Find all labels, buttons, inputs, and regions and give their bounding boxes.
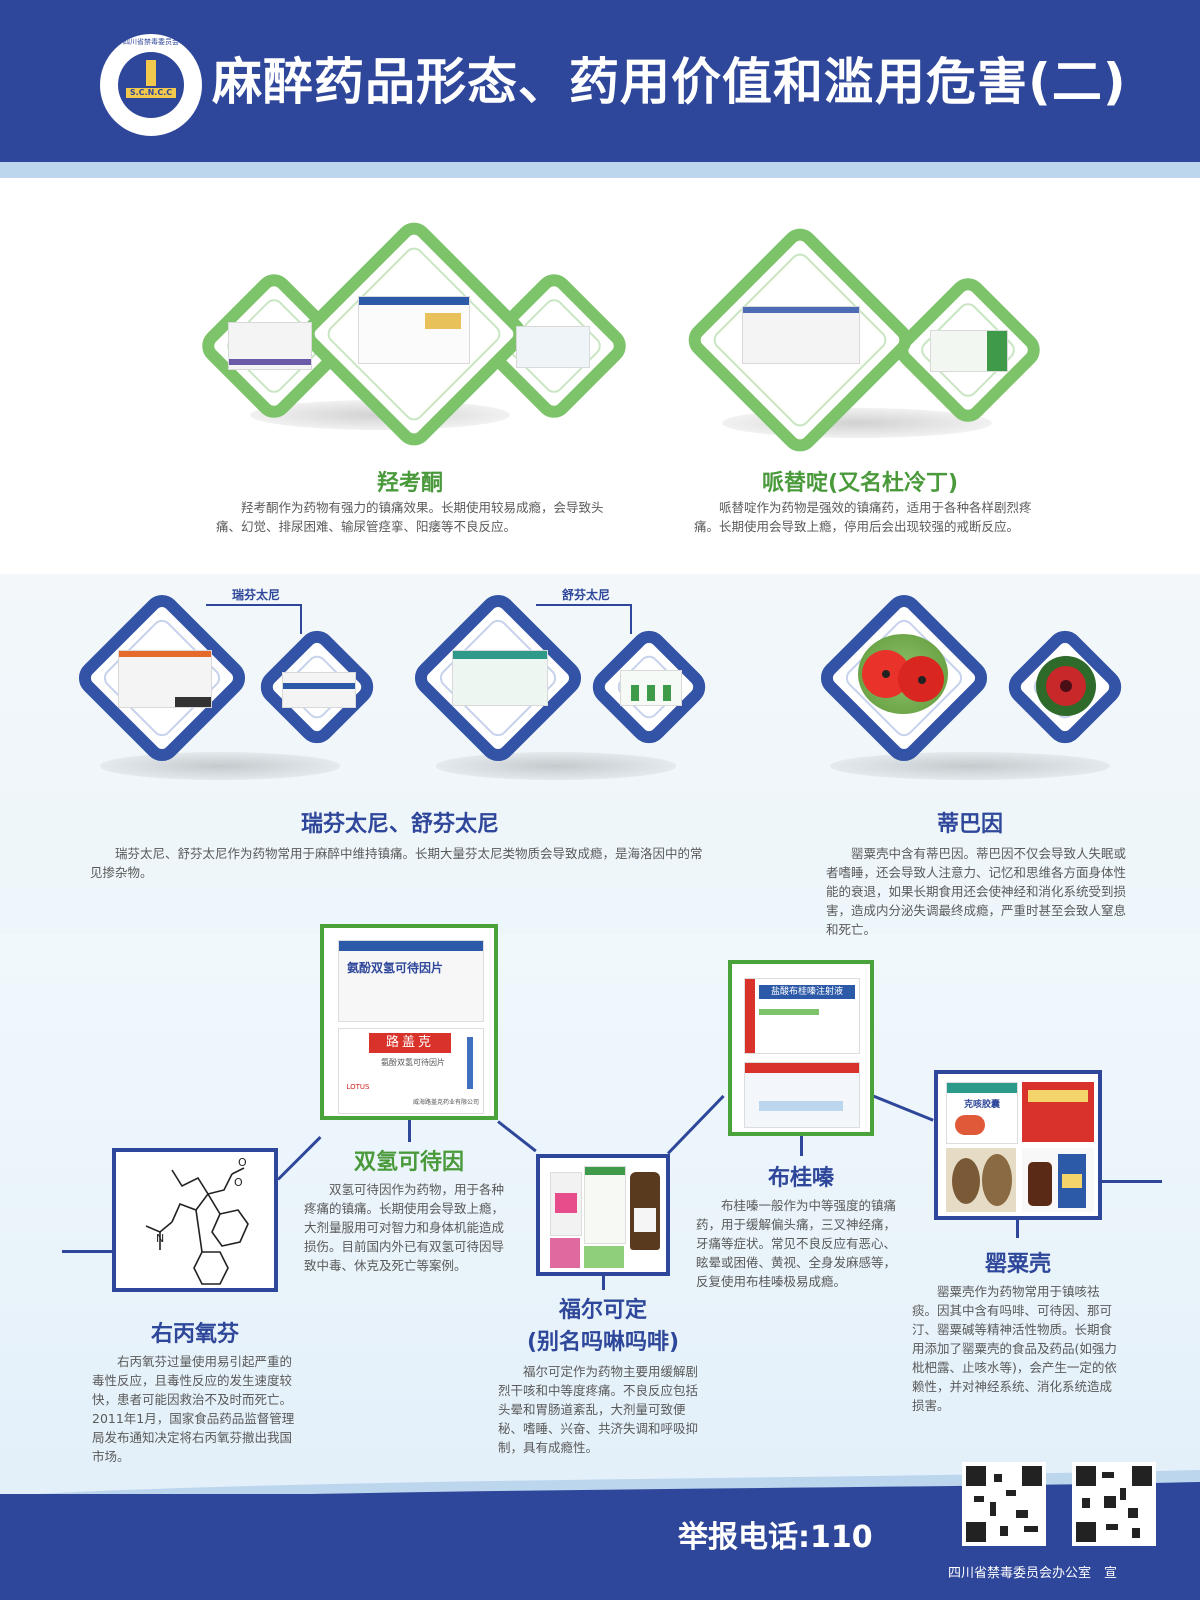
logo-torch-icon	[146, 60, 156, 86]
poppy-flower-image-2	[1036, 656, 1096, 716]
sufentanil-connector	[536, 604, 632, 606]
oxycodone-title: 羟考酮	[376, 471, 443, 496]
pholcodine-stem	[602, 1276, 605, 1290]
bucinnazine-box-2	[744, 1062, 860, 1128]
pholcodine-bottle-2	[630, 1172, 660, 1250]
diamond-shadow	[436, 752, 676, 780]
sufentanil-box-image	[452, 650, 548, 706]
timeline-line-right	[1102, 1180, 1162, 1183]
bucinnazine-pkg-name: 盐酸布桂嗪注射液	[759, 985, 855, 999]
dihydrocodeine-stem	[408, 1120, 411, 1142]
thebaine-title: 蒂巴因	[936, 812, 1003, 837]
poppy-syrup-image	[1022, 1148, 1094, 1212]
dextropropoxyphene-text: 右丙氧芬过量使用易引起严重的毒性反应，且毒性反应的发生速度较快，患者可能因救治不…	[92, 1354, 295, 1464]
dihydrocodeine-maker: 威海路盖克药业有限公司	[412, 1099, 479, 1106]
pholcodine-box-3	[584, 1246, 624, 1268]
dextropropoxyphene-structure-box: N O O	[112, 1148, 278, 1292]
molecule-structure-icon: N O O	[145, 1156, 249, 1285]
oxycodone-text: 羟考酮作为药物有强力的镇痛效果。长期使用较易成瘾，会导致头痛、幻觉、排尿困难、输…	[216, 500, 604, 534]
poppy-title: 罂粟壳	[984, 1252, 1051, 1277]
qr-code-1[interactable]	[962, 1462, 1046, 1546]
svg-text:O: O	[238, 1156, 247, 1169]
remifentanil-box-image	[118, 650, 212, 708]
pethidine-box-image-2	[930, 330, 1008, 372]
report-phone: 举报电话:110	[678, 1520, 873, 1555]
dihydrocodeine-text: 双氢可待因作为药物，用于各种疼痛的镇痛。长期使用会导致上瘾，大剂量服用可对智力和…	[304, 1182, 505, 1273]
qr-code-2[interactable]	[1072, 1462, 1156, 1546]
poppy-text: 罂粟壳作为药物常用于镇咳祛痰。因其中含有吗啡、可待因、那可汀、罂粟碱等精神活性物…	[912, 1284, 1117, 1413]
timeline-line-left	[62, 1250, 114, 1253]
poppy-stem	[1016, 1220, 1019, 1238]
dihydrocodeine-box-1: 氨酚双氢可待因片	[338, 940, 484, 1022]
pholcodine-box-2	[550, 1238, 580, 1268]
pholcodine-image-box	[536, 1154, 670, 1276]
dihydrocodeine-title: 双氢可待因	[353, 1150, 464, 1175]
bucinnazine-title: 布桂嗪	[767, 1166, 834, 1191]
sufentanil-connector-v	[630, 604, 632, 634]
pholcodine-subtitle: (别名吗啉吗啡)	[526, 1330, 680, 1355]
thebaine-text: 罂粟壳中含有蒂巴因。蒂巴因不仅会导致人失眠或者嗜睡，还会导致人注意力、记忆和思维…	[826, 846, 1127, 937]
poppy-capsule-pkg: 克咳胶囊	[946, 1082, 1018, 1144]
bucinnazine-image-box: 盐酸布桂嗪注射液	[728, 960, 874, 1136]
fentanyl-text: 瑞芬太尼、舒芬太尼作为药物常用于麻醉中维持镇痛。长期大量芬太尼类物质会导致成瘾，…	[90, 846, 703, 880]
dextropropoxyphene-title: 右丙氧芬	[150, 1322, 239, 1347]
pethidine-title: 哌替啶(又名杜冷丁)	[761, 471, 959, 496]
remifentanil-connector-v	[300, 604, 302, 634]
svg-text:O: O	[234, 1176, 243, 1189]
fentanyl-title: 瑞芬太尼、舒芬太尼	[300, 812, 499, 837]
logo-abbrev: S.C.N.C.C	[129, 88, 173, 97]
remifentanil-label: 瑞芬太尼	[231, 588, 280, 602]
diamond-shadow	[830, 752, 1110, 780]
logo-text: 四川省禁毒委员会	[123, 38, 179, 46]
remifentanil-connector	[206, 604, 302, 606]
bucinnazine-stem	[800, 1136, 803, 1156]
pholcodine-bottle-1	[550, 1172, 582, 1236]
sufentanil-label: 舒芬太尼	[561, 588, 610, 602]
poppy-image-box: 克咳胶囊	[934, 1070, 1102, 1220]
dihydrocodeine-brand: 路盖克	[369, 1033, 451, 1053]
dihydrocodeine-image-box: 氨酚双氢可待因片 路盖克 氨酚双氢可待因片 LOTUS 威海路盖克药业有限公司	[320, 924, 498, 1120]
bucinnazine-box-1: 盐酸布桂嗪注射液	[744, 978, 860, 1054]
oxycodone-box-image-1	[228, 322, 312, 370]
pholcodine-title: 福尔可定	[558, 1298, 647, 1323]
diamond-shadow	[100, 752, 340, 780]
committee-logo: 四川省禁毒委员会 S.C.N.C.C	[96, 30, 206, 140]
sufentanil-ampoule-image	[620, 670, 682, 706]
lotus-logo: LOTUS	[346, 1083, 370, 1091]
pethidine-text: 哌替啶作为药物是强效的镇痛药，适用于各种各样剧烈疼痛。长期使用会导致上瘾，停用后…	[694, 500, 1032, 534]
pholcodine-text: 福尔可定作为药物主要用缓解剧烈干咳和中等度疼痛。不良反应包括头晕和胃肠道紊乱，大…	[498, 1364, 699, 1455]
dihydrocodeine-pkg-sub: 氨酚双氢可待因片	[381, 1058, 445, 1067]
poppy-capsule-image	[946, 1148, 1016, 1212]
oxycodone-box-image-3	[516, 326, 590, 368]
logo-emblem: S.C.N.C.C	[118, 52, 184, 118]
poppy-pkg-name: 克咳胶囊	[963, 1100, 1000, 1110]
bucinnazine-text: 布桂嗪一般作为中等强度的镇痛药，用于缓解偏头痛，三叉神经痛，牙痛等症状。常见不良…	[696, 1198, 897, 1289]
issuing-office: 四川省禁毒委员会办公室 宣	[948, 1566, 1118, 1581]
poppy-flower-image-1	[858, 620, 948, 730]
remifentanil-vial-image	[282, 672, 356, 708]
logo-abbrev-bar	[126, 88, 176, 98]
svg-text:N: N	[156, 1232, 164, 1245]
pholcodine-box	[584, 1166, 626, 1244]
header-stripe	[0, 162, 1200, 178]
page-title: 麻醉药品形态、药用价值和滥用危害(二)	[212, 53, 1127, 111]
oxycodone-box-image-2	[358, 296, 470, 364]
dihydrocodeine-box-2: 路盖克 氨酚双氢可待因片 LOTUS 威海路盖克药业有限公司	[338, 1028, 484, 1114]
dihydrocodeine-pkg-name: 氨酚双氢可待因片	[347, 961, 444, 975]
poppy-box-red	[1022, 1082, 1094, 1142]
pethidine-box-image-1	[742, 306, 860, 364]
